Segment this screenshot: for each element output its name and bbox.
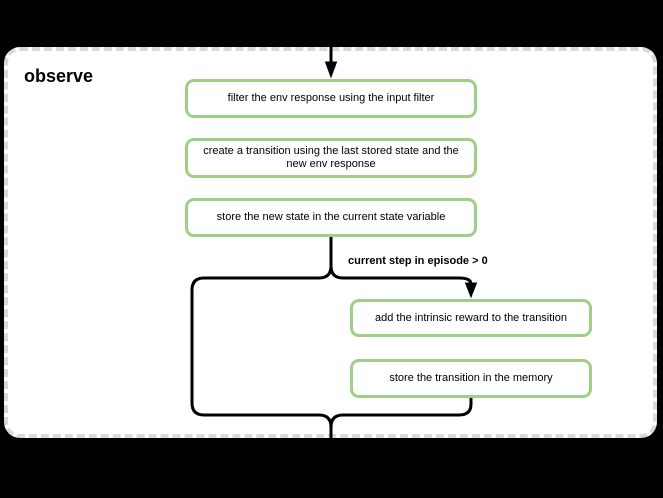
flow-node-label: add the intrinsic reward to the transiti… <box>375 311 567 324</box>
condition-label: current step in episode > 0 <box>348 255 488 267</box>
flow-node-filter-env-response: filter the env response using the input … <box>185 79 477 118</box>
flow-node-label: store the transition in the memory <box>389 372 553 384</box>
flow-node-create-transition: create a transition using the last store… <box>185 138 477 178</box>
flow-node-label: filter the env response using the input … <box>227 92 435 104</box>
flow-node-add-intrinsic-reward: add the intrinsic reward to the transiti… <box>350 299 592 337</box>
flow-node-store-transition-memory: store the transition in the memory <box>350 359 592 398</box>
flow-node-label: create a transition using the last store… <box>203 145 459 170</box>
flow-node-label: store the new state in the current state… <box>216 211 446 223</box>
group-title: observe <box>24 66 94 86</box>
flow-node-store-new-state: store the new state in the current state… <box>185 198 477 237</box>
